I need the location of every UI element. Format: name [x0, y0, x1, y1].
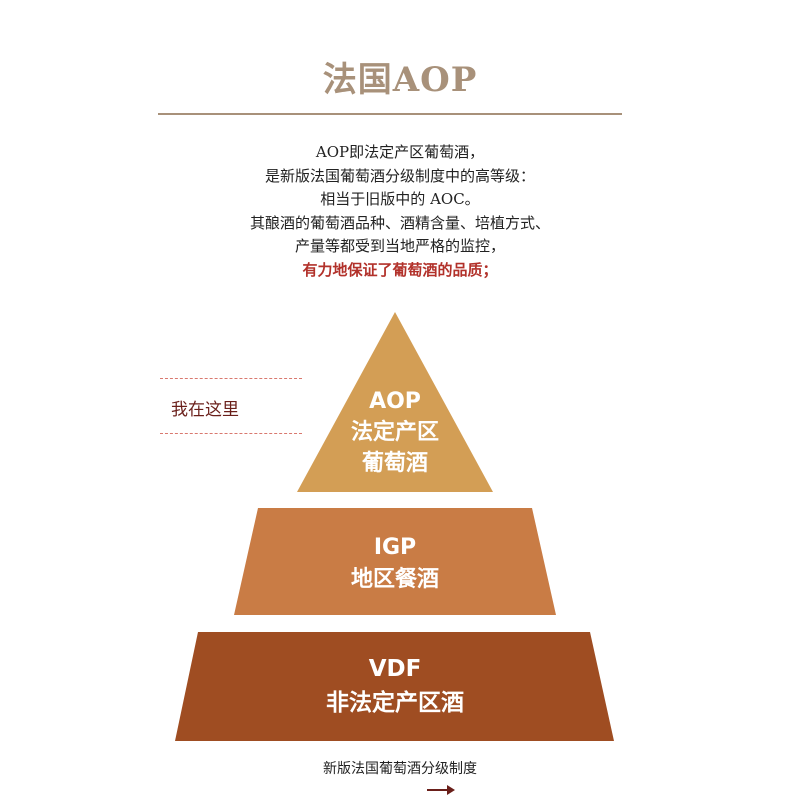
tier-code: IGP [373, 535, 417, 560]
page-title: 法国AOP [322, 60, 478, 100]
tier-code: VDF [368, 656, 422, 682]
intro-highlight: 有力地保证了葡萄酒的品质； [302, 260, 498, 279]
tier-code: AOP [369, 389, 421, 414]
intro-line: 相当于旧版中的 AOC。 [320, 190, 480, 208]
you-are-here-label: 我在这里 [171, 400, 239, 420]
intro-line: 其酿酒的葡萄酒品种、酒精含量、培植方式、 [249, 213, 550, 232]
intro-line: 产量等都受到当地严格的监控， [294, 237, 505, 255]
tier-label-igp: IGP 地区餐酒 [295, 532, 495, 596]
pyramid-tier-igp [234, 508, 556, 615]
tier-name: 地区餐酒 [350, 567, 439, 592]
you-are-here-marker: 我在这里 [160, 378, 455, 795]
title-divider [158, 113, 622, 115]
pyramid-tier-aop [297, 312, 493, 492]
intro-line: 是新版法国葡萄酒分级制度中的高等级： [264, 166, 535, 185]
tier-name: 法定产区 [350, 420, 439, 445]
intro-text: AOP即法定产区葡萄酒， 是新版法国葡萄酒分级制度中的高等级： 相当于旧版中的 … [0, 141, 800, 282]
figure-caption: 新版法国葡萄酒分级制度 [323, 761, 477, 777]
tier-label-vdf: VDF 非法定产区酒 [270, 652, 520, 720]
intro-line: AOP即法定产区葡萄酒， [315, 143, 485, 161]
pyramid-tier-vdf [175, 632, 614, 741]
tier-name: 非法定产区酒 [326, 690, 464, 716]
tier-label-aop: AOP 法定产区 葡萄酒 [295, 386, 495, 479]
right-arrow-icon [427, 785, 455, 795]
tier-name: 葡萄酒 [361, 451, 428, 476]
